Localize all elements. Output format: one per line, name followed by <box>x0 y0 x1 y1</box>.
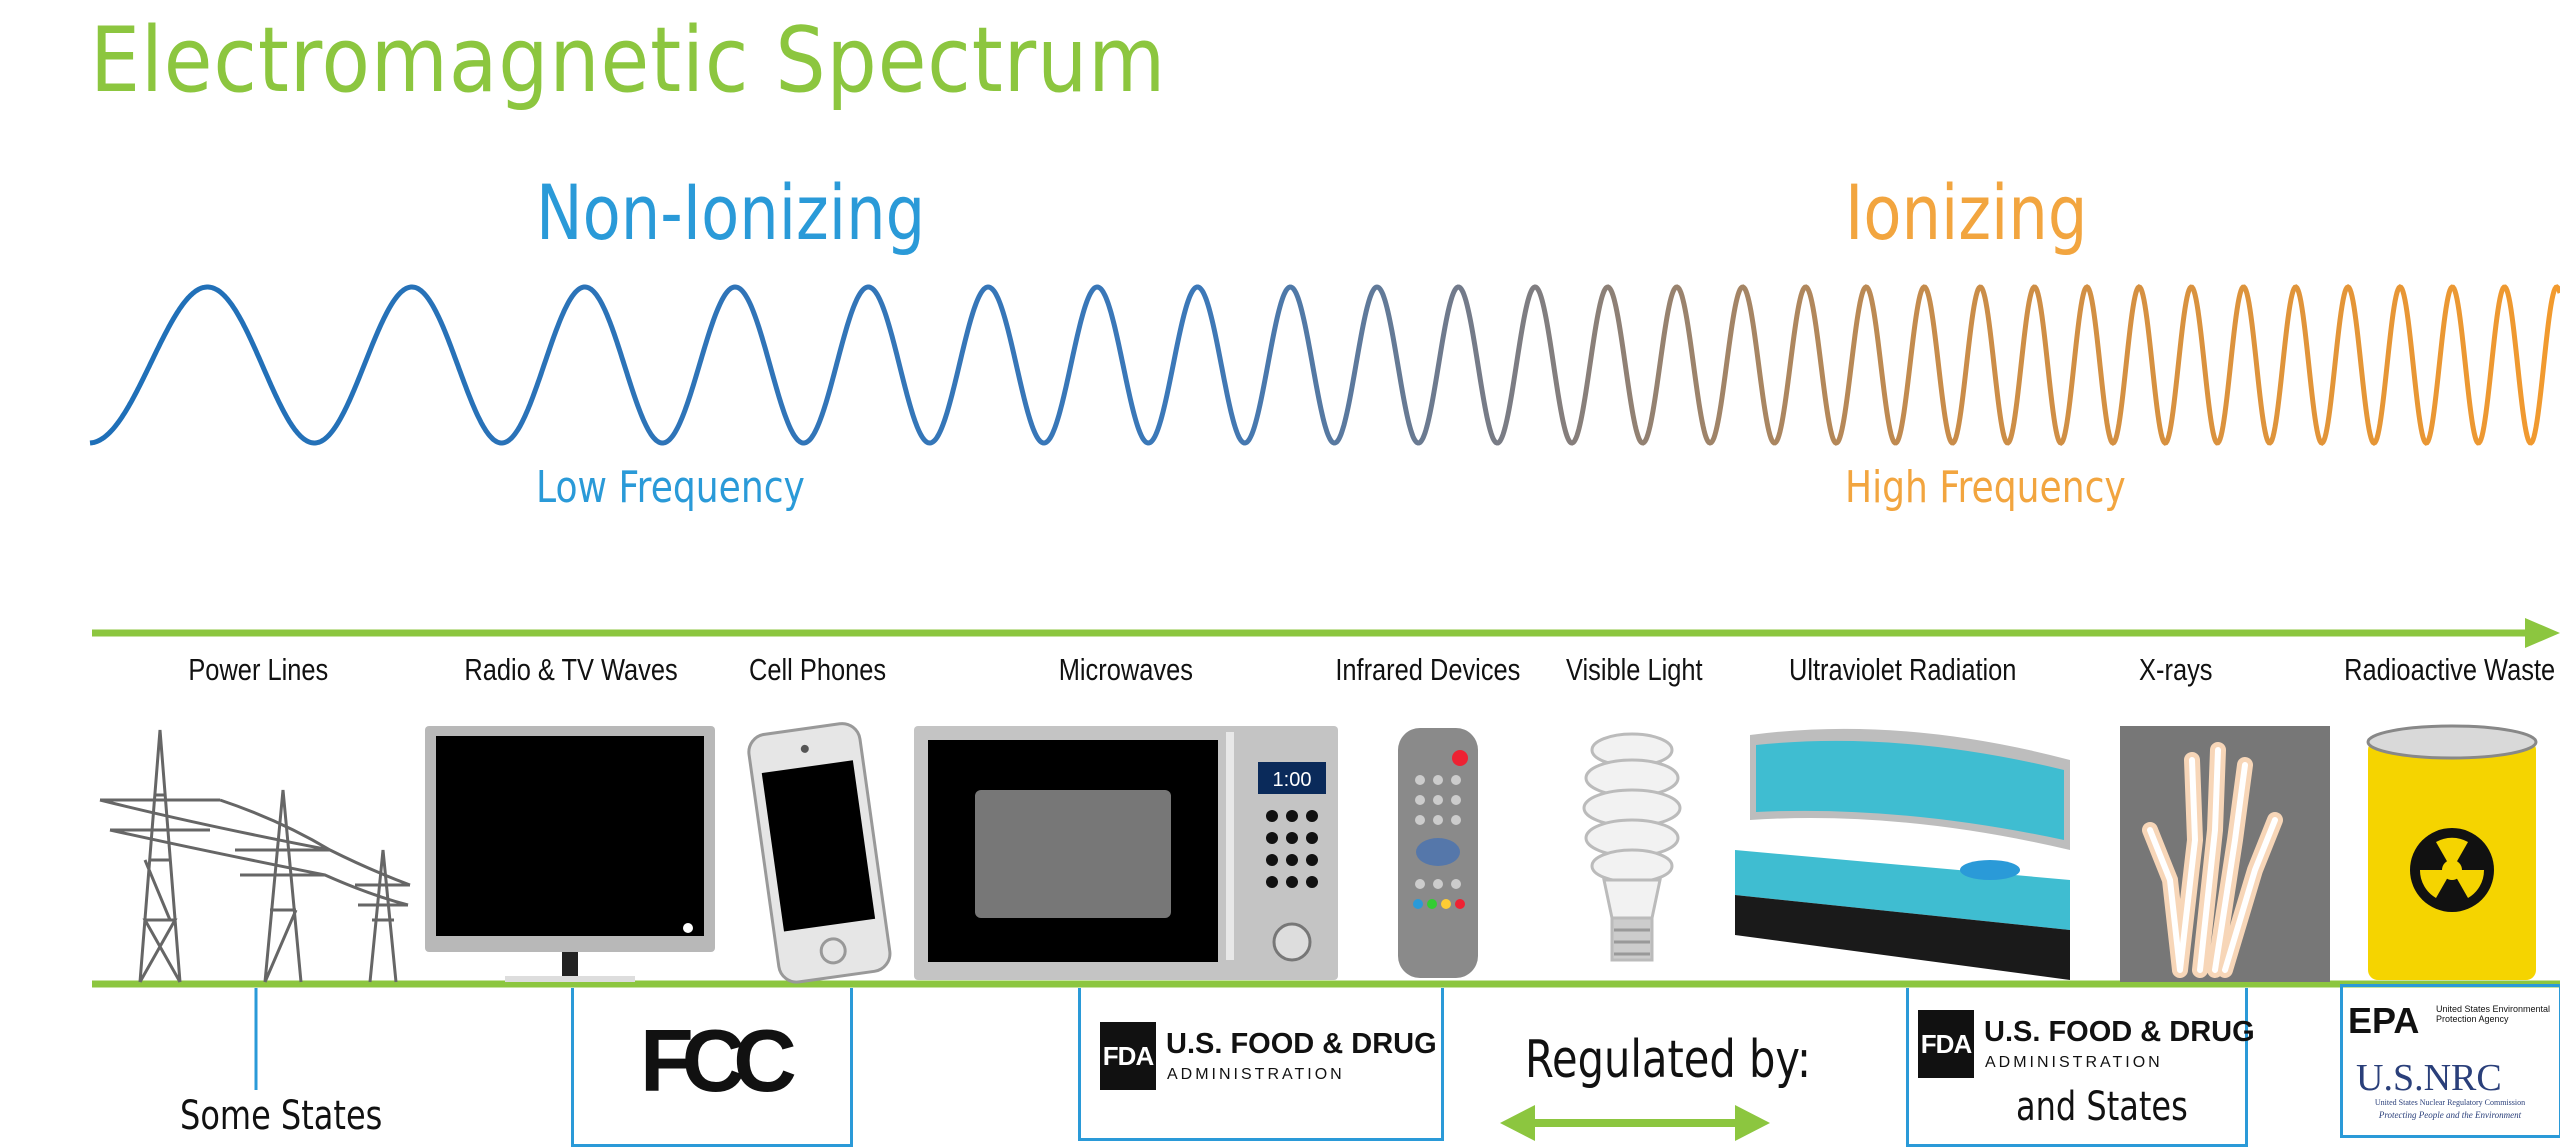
power-lines-icon <box>99 729 411 983</box>
fcc-logo: FCC <box>640 1011 797 1110</box>
xray-hand-icon <box>2120 726 2330 982</box>
regulated-arrow-left <box>1500 1105 1535 1141</box>
fda-name: U.S. FOOD & DRUG <box>1166 1028 1437 1060</box>
tanning-bed-icon <box>1735 728 2070 980</box>
nrc-logo: U.S.NRC <box>2356 1057 2502 1099</box>
low-frequency-label: Low Frequency <box>536 462 805 513</box>
fda-box-microwaves <box>1078 988 1444 1141</box>
nrc-text: United States Nuclear Regulatory Commiss… <box>2374 1098 2526 1107</box>
fda-sub: ADMINISTRATION <box>1167 1066 1345 1083</box>
fda-logo-icon-2: FDA <box>1918 1010 1974 1078</box>
epa-text: United States Environmental Protection A… <box>2436 1004 2551 1024</box>
microwave-icon: 1:00 <box>914 726 1338 980</box>
remote-control-icon <box>1398 728 1478 978</box>
radioactive-barrel-icon <box>2366 724 2538 980</box>
epa-logo: EPA <box>2348 1000 2420 1041</box>
spectrum-arrow-head <box>2525 618 2560 648</box>
ionizing-label: Ionizing <box>1845 168 2088 257</box>
fda-sub-2: ADMINISTRATION <box>1985 1054 2163 1071</box>
television-icon <box>425 726 715 982</box>
regulator-some-states: Some States <box>180 1093 383 1139</box>
non-ionizing-label: Non-Ionizing <box>536 168 926 257</box>
page-title: Electromagnetic Spectrum <box>90 8 1167 113</box>
fda-logo-icon: FDA <box>1100 1022 1156 1090</box>
fda-name-2: U.S. FOOD & DRUG <box>1984 1016 2255 1048</box>
light-bulb-icon <box>1582 732 1682 962</box>
and-states-label: and States <box>2016 1084 2188 1130</box>
frequency-wave <box>89 284 2560 446</box>
nrc-tagline: Protecting People and the Environment <box>2378 1110 2522 1120</box>
illustrations: 1:00 <box>99 722 2538 984</box>
cell-phone-icon <box>747 722 892 984</box>
high-frequency-label: High Frequency <box>1845 462 2126 513</box>
microwave-display: 1:00 <box>1273 769 1312 791</box>
regulated-arrow-right <box>1735 1105 1770 1141</box>
regulated-by-label: Regulated by: <box>1525 1030 1811 1090</box>
